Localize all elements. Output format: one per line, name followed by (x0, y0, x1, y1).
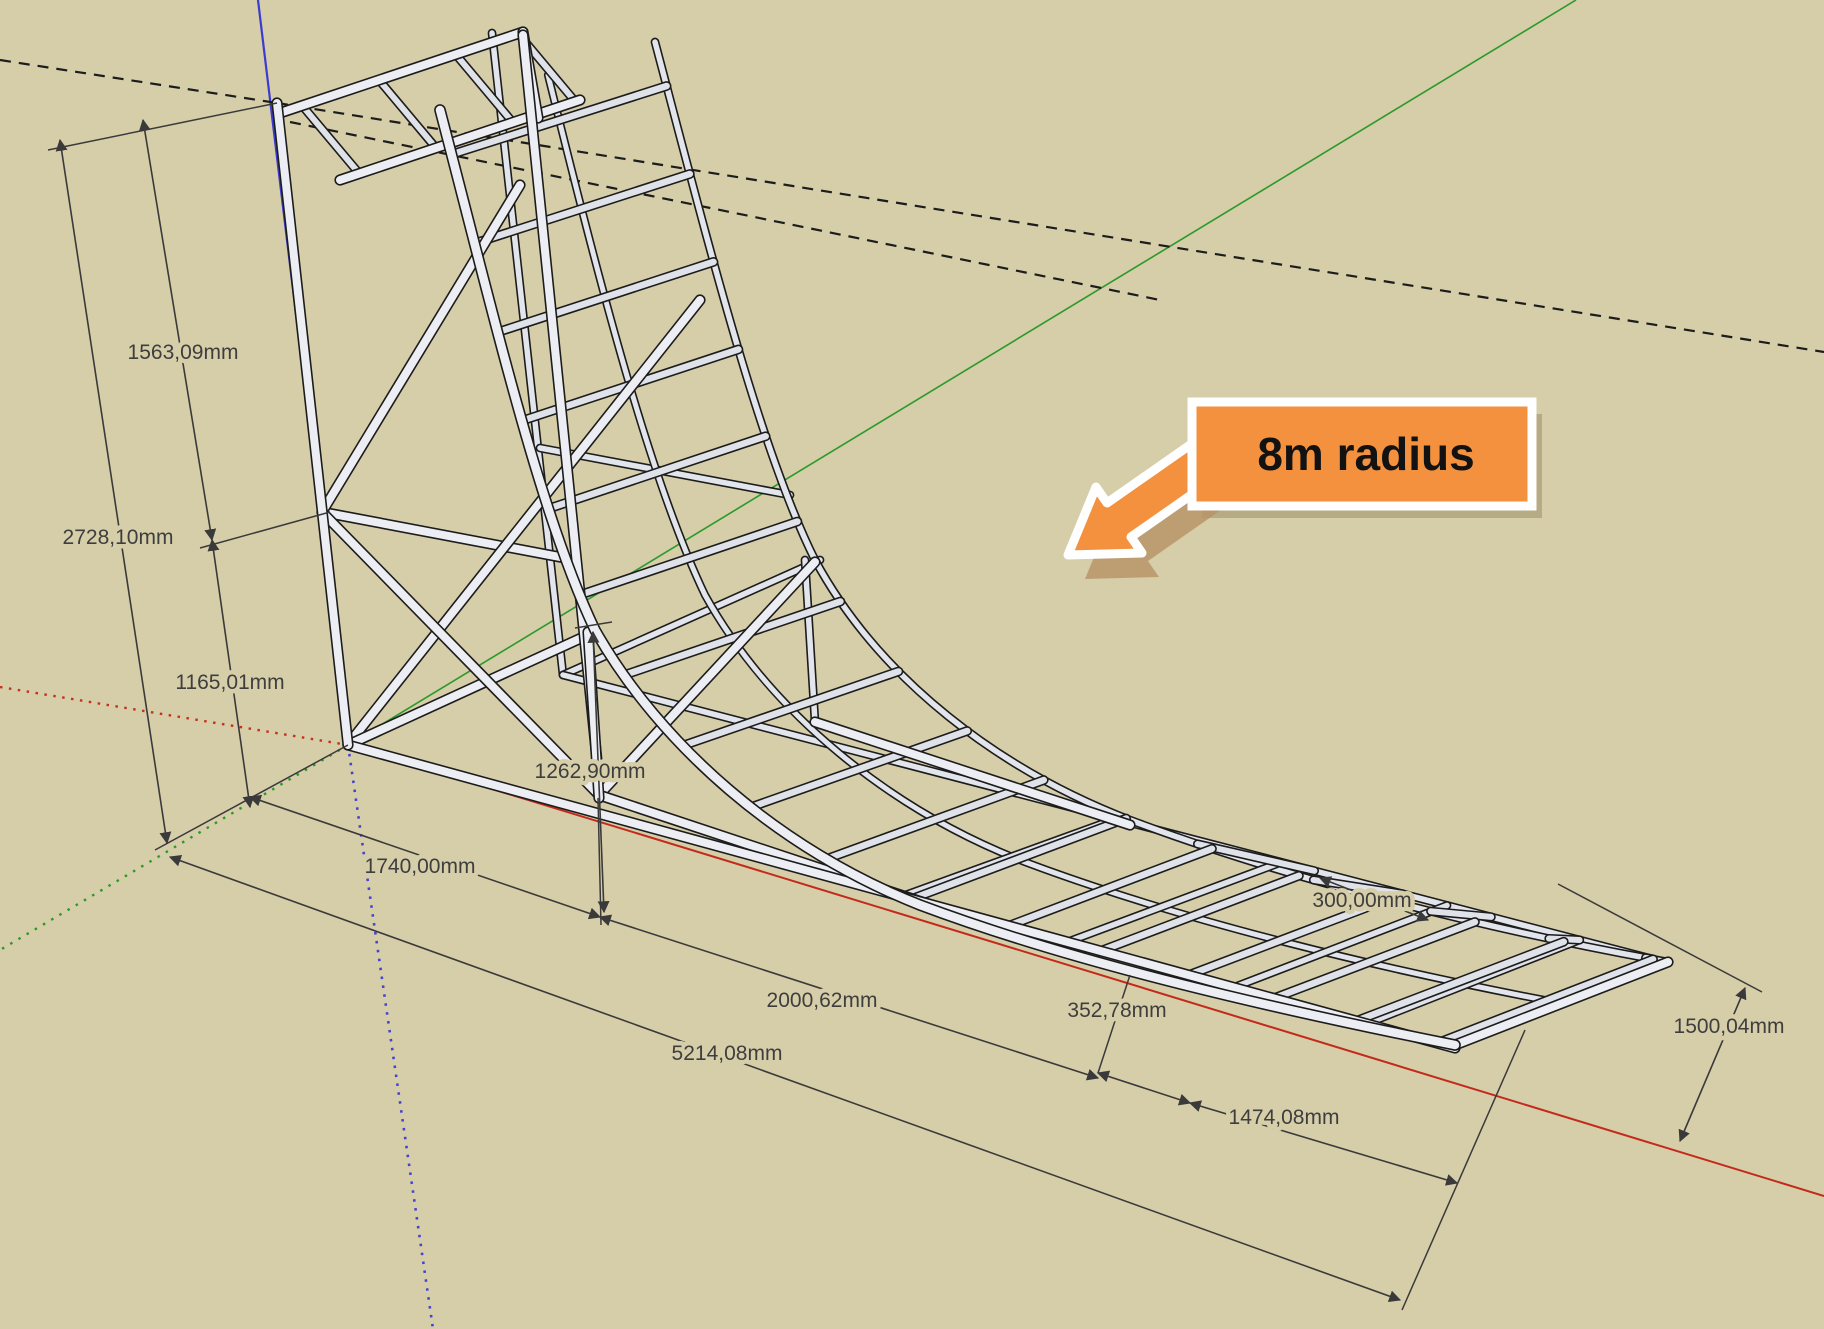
dimension-labels: 1563,09mm 2728,10mm 1165,01mm 1262,90mm … (58, 337, 1789, 1134)
dim-label-2728: 2728,10mm (63, 526, 174, 549)
dim-label-5214: 5214,08mm (672, 1042, 783, 1065)
radius-callout: 8m radius (1063, 397, 1542, 579)
dim-label-1500: 1500,04mm (1674, 1015, 1785, 1038)
hidden-line-left (0, 58, 278, 105)
callout-box (1187, 397, 1537, 511)
hidden-line-long (276, 101, 1824, 354)
blue-axis-dotted (346, 744, 435, 1329)
ramp-truss-structure (271, 26, 1674, 1054)
hidden-dashed-lines (0, 58, 1824, 354)
dim-label-1563: 1563,09mm (128, 341, 239, 364)
dim-label-1740: 1740,00mm (365, 855, 476, 878)
green-axis-dotted (0, 743, 349, 952)
dim-label-300: 300,00mm (1312, 889, 1411, 912)
hidden-line-short (289, 120, 1161, 302)
dim-label-2000: 2000,62mm (767, 989, 878, 1012)
dimension-lines (47, 102, 1763, 1311)
dim-label-1474: 1474,08mm (1229, 1106, 1340, 1129)
red-axis-dotted (0, 685, 349, 747)
dim-label-1262: 1262,90mm (535, 760, 646, 783)
dim-label-1165: 1165,01mm (175, 671, 284, 694)
dim-label-352: 352,78mm (1067, 999, 1166, 1022)
callout-label: 8m radius (1257, 428, 1474, 480)
